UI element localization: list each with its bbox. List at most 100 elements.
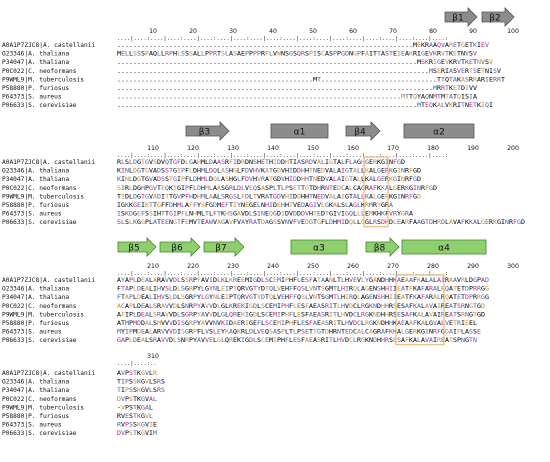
position-ruler: ....|....:....|....:....|....:....|....:… <box>117 36 448 42</box>
species-label: P34047|A. thaliana <box>2 59 69 66</box>
sequence-row: DVPSTKGVIM <box>117 430 157 437</box>
motif-highlight-box <box>363 156 389 228</box>
sequence-row: RVESTKGVL <box>117 413 153 420</box>
sequence-row: TIPSSKGVLSRS <box>117 379 165 386</box>
position-tick-label: 240 <box>267 263 279 270</box>
position-tick-label: 160 <box>347 145 359 152</box>
species-label: A0A1P7ZJC8|A. castellanii <box>2 159 95 166</box>
strand-arrow-3 <box>203 237 245 257</box>
sequence-row: ........................................… <box>117 59 493 66</box>
structure-label: β7 <box>215 244 226 254</box>
species-label: P34047|A. thaliana <box>2 176 69 183</box>
sequence-row: SIRLDGHPGVTEQKTGIPFLDHMLAASGRLDLVEQSASPL… <box>117 185 437 192</box>
structure-label: β8 <box>374 244 386 254</box>
sequence-row: ........................................… <box>117 94 477 101</box>
position-tick-label: 200 <box>507 145 519 152</box>
position-tick-label: 190 <box>467 145 479 152</box>
sequence-row: TIPSSKGVLSRS <box>117 387 165 394</box>
alignment-block-4: 310....|....:..A0A1P7ZJC8|A. castellanii… <box>2 353 165 437</box>
position-ruler: ....|....:.. <box>117 361 157 367</box>
sequence-row: DVPSTKGVAL <box>117 396 157 403</box>
species-label: P58880|P. furiosus <box>2 202 69 209</box>
position-tick-label: 230 <box>227 263 239 270</box>
sequence-row: ........................................… <box>117 68 501 75</box>
sequence-row: IGKKGEIKTTGFFDHMLAFFYSFGDMEFTIYNEGELNHID… <box>117 202 393 209</box>
position-tick-label: 170 <box>387 145 399 152</box>
species-label: A0A1P7ZJC8|A. castellanii <box>2 277 95 284</box>
sequence-row: ........................................… <box>117 102 493 109</box>
species-label: P06633|S. cerevisiae <box>2 430 77 437</box>
position-ruler: ....|....:....|....:....|....:....|....:… <box>117 153 448 159</box>
species-label: P0C022|C. neoformans <box>2 68 77 75</box>
species-label: P06633|S. cerevisiae <box>2 219 77 226</box>
position-tick-label: 210 <box>147 263 159 270</box>
position-tick-label: 150 <box>307 145 319 152</box>
structure-label: α2 <box>433 128 445 138</box>
position-tick-label: 270 <box>387 263 399 270</box>
structure-label: β2 <box>489 14 500 24</box>
sequence-row: AFIPLDEALSRAVVDLSGRPYAVVDLGLQREKIGDLSCEM… <box>117 311 485 318</box>
position-tick-label: 300 <box>507 263 519 270</box>
species-label: P9WML9|M. tuberculosis <box>2 76 84 83</box>
sequence-row: ........................................… <box>117 42 489 49</box>
position-tick-label: 250 <box>307 263 319 270</box>
helix-bar-4 <box>403 123 475 139</box>
species-label: P9WML9|M. tuberculosis <box>2 311 84 318</box>
strand-arrow-3 <box>345 121 381 141</box>
species-label: P06633|S. cerevisiae <box>2 337 77 344</box>
structure-label: β5 <box>128 244 139 254</box>
position-tick-label: 130 <box>227 145 239 152</box>
species-label: P64373|S. aureus <box>2 422 62 429</box>
position-tick-label: 60 <box>349 28 357 35</box>
position-tick-label: 90 <box>469 28 477 35</box>
species-label: P0C022|C. neoformans <box>2 396 77 403</box>
species-label: P34047|A. thaliana <box>2 387 69 394</box>
sequence-row: ........................................… <box>117 85 477 92</box>
sequence-row: -VPSTKGAL <box>117 404 153 411</box>
species-label: P58880|P. furiosus <box>2 85 69 92</box>
position-ruler: ....|....:....|....:....|....:....|....:… <box>117 271 448 277</box>
species-label: P64373|S. aureus <box>2 329 62 336</box>
motif-highlight-box <box>395 274 445 346</box>
sequence-row: TIDLDGTGVADITTGVPFHDHMLAALSRGSLFDLTVRATG… <box>117 193 421 200</box>
sequence-row: KINLDGTGVADSSTGIPFLDHMLDQLASHGLFDVHVKATG… <box>117 168 421 175</box>
species-label: O23346|A. thaliana <box>2 51 69 58</box>
species-label: P64373|S. aureus <box>2 211 62 218</box>
sequence-row: ACAPLDEALSRAVVDLSNRPYAVVDLGLKREKIGDLSCEM… <box>117 303 485 310</box>
species-label: P9WML9|M. tuberculosis <box>2 193 84 200</box>
structure-label: α1 <box>294 128 306 138</box>
sequence-row: ........................................… <box>117 76 505 83</box>
species-label: P0C022|C. neoformans <box>2 303 77 310</box>
sequence-row: SLSLKGGPLATEENGTFEMVTEAWVAGAVFVAYRATDAGS… <box>117 219 525 226</box>
helix-bar-4 <box>290 239 348 255</box>
species-label: O23346|A. thaliana <box>2 168 69 175</box>
sequence-row: MELLSSSPAQLLRPHLSSSALLPPRTSLASAEPPPPRFLV… <box>117 51 477 58</box>
structure-label: β1 <box>452 14 463 24</box>
sequence-row: KINLDGTGVADSSTGIPFLDHMLDQLASHGLFDVHVRATG… <box>117 176 421 183</box>
sequence-row: AVPSTKGVLR <box>117 370 157 377</box>
strand-arrow-2 <box>481 7 515 27</box>
species-label: O23346|A. thaliana <box>2 379 69 386</box>
sequence-row: MYIPMDEALARVVVDISGRPFLVSLEYKAQKRLDLVEQSA… <box>117 329 481 336</box>
position-tick-label: 100 <box>507 28 519 35</box>
strand-arrow-1 <box>117 237 157 257</box>
strand-arrow-1 <box>185 121 230 141</box>
strand-arrow-5 <box>365 237 400 257</box>
position-tick-label: 120 <box>187 145 199 152</box>
structure-label: β4 <box>354 128 366 138</box>
sequence-row: ISKDGEFSSIHTTGIPFLNHMLTLFTKHSGAVDLSINEQG… <box>117 211 413 218</box>
species-label: P9WML9|M. tuberculosis <box>2 404 84 411</box>
sequence-row: GAPLDEALSRAVVDLSNRPYAVVELGLQREKIGDLSCEMI… <box>117 337 477 344</box>
species-label: P58880|P. furiosus <box>2 320 69 327</box>
structure-label: β3 <box>199 128 210 138</box>
position-tick-label: 70 <box>389 28 397 35</box>
position-tick-label: 220 <box>187 263 199 270</box>
position-tick-label: 80 <box>429 28 437 35</box>
sequence-row: RVPSSKGVIE <box>117 422 157 429</box>
species-label: O23346|A. thaliana <box>2 286 69 293</box>
position-tick-label: 110 <box>147 145 159 152</box>
helix-bar-6 <box>401 239 487 255</box>
